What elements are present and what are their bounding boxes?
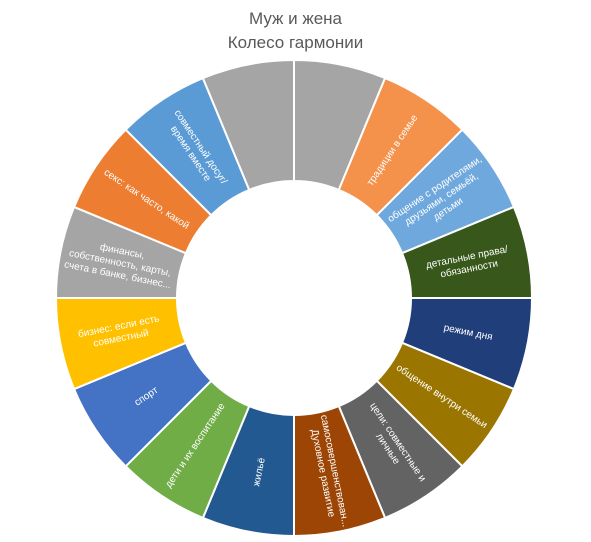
chart-title-line-2: Колесо гармонии	[227, 33, 364, 52]
chart-title-line-1: Муж и жена	[248, 9, 343, 28]
donut-segment-15	[201, 58, 295, 192]
